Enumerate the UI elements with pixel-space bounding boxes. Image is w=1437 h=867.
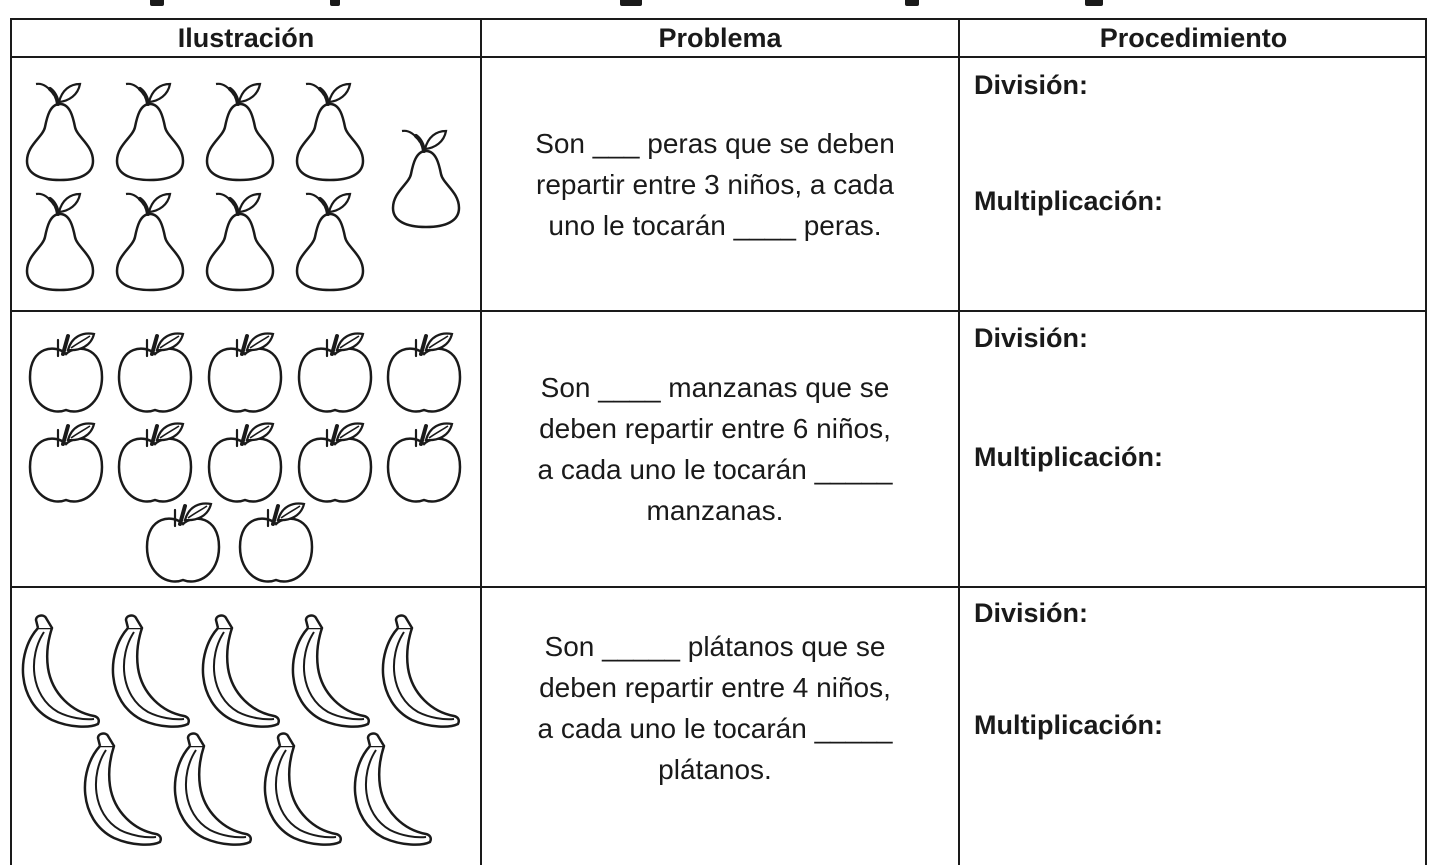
problem-line: a cada uno le tocarán _____ <box>537 713 893 744</box>
apple-icon <box>28 331 462 584</box>
problem-line: Son _____ plátanos que se <box>544 631 886 662</box>
division-label: División: <box>974 70 1089 100</box>
illustration-cell <box>12 588 474 867</box>
cropped-title-strip <box>0 0 1437 22</box>
problem-line: Son ____ manzanas que se <box>540 372 890 403</box>
row-divider <box>12 56 1425 58</box>
problem-line: manzanas. <box>646 495 784 526</box>
illustration-cell <box>12 58 474 310</box>
multiplication-label: Multiplicación: <box>974 186 1163 216</box>
row-divider <box>12 310 1425 312</box>
illustration-cell <box>12 312 474 586</box>
multiplication-label: Multiplicación: <box>974 710 1163 740</box>
division-label: División: <box>974 598 1089 628</box>
header-ilustracion: Ilustración <box>177 22 315 53</box>
header-problema: Problema <box>658 22 782 53</box>
banana-icon <box>21 614 461 846</box>
division-label: División: <box>974 323 1089 353</box>
column-divider <box>958 20 960 865</box>
worksheet-table: Ilustración Problema Procedimiento <box>10 18 1427 865</box>
header-procedimiento: Procedimiento <box>1099 22 1288 53</box>
problem-line: repartir entre 3 niños, a cada <box>536 168 894 200</box>
column-divider <box>480 20 482 865</box>
problem-line: deben repartir entre 6 niños, <box>539 413 891 444</box>
problem-cell: Son _____ plátanos que se deben repartir… <box>492 588 938 828</box>
problem-line: a cada uno le tocarán _____ <box>537 454 893 485</box>
problem-line: Son ___ peras que se deben <box>535 127 895 159</box>
row-divider <box>12 586 1425 588</box>
problem-line: deben repartir entre 4 niños, <box>539 672 891 703</box>
problem-cell: Son ____ manzanas que se deben repartir … <box>492 312 938 586</box>
multiplication-label: Multiplicación: <box>974 442 1163 472</box>
problem-line: uno le tocarán ____ peras. <box>548 209 882 241</box>
problem-line: plátanos. <box>658 754 772 785</box>
problem-cell: Son ___ peras que se deben repartir entr… <box>492 58 938 310</box>
pear-icon <box>25 81 461 292</box>
